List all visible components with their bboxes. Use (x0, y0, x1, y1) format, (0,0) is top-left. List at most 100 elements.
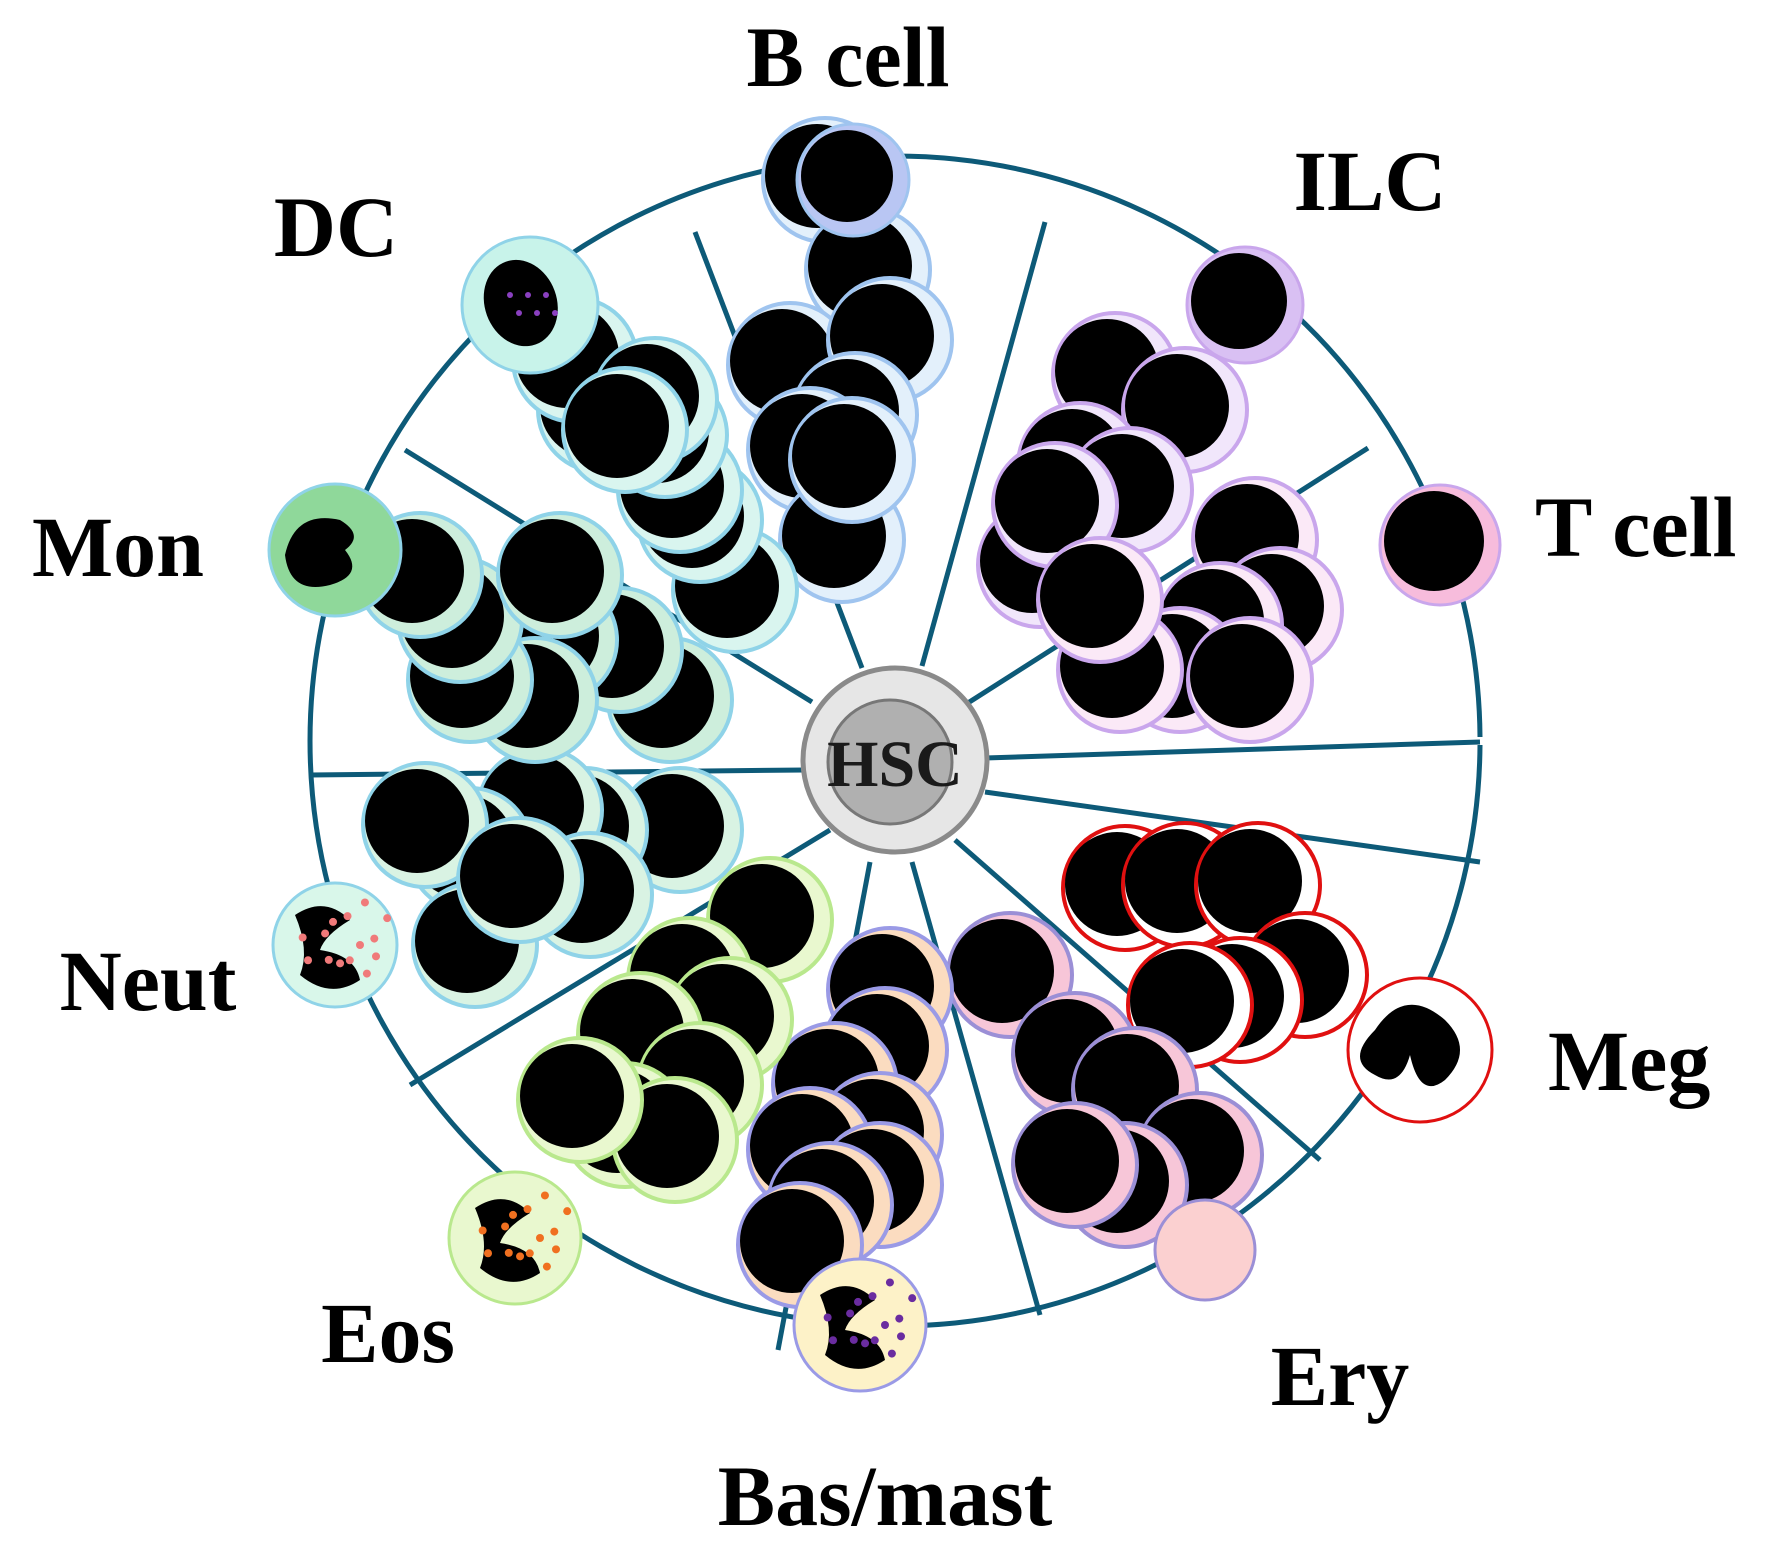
hsc-cell: HSC (800, 665, 990, 855)
meg-mature-cell (1346, 976, 1494, 1124)
neut-mature-cell (271, 881, 399, 1009)
lineage-ery (946, 911, 1264, 1302)
label-ery: Ery (1271, 1328, 1410, 1424)
eos-mature-cell (447, 1170, 583, 1306)
ery-mature-membrane (1153, 1198, 1257, 1302)
mon-kidney-nucleus (285, 518, 354, 587)
bas-mast-granule (908, 1294, 917, 1303)
lineage-b-cell (726, 116, 954, 604)
eos-granule (484, 1249, 493, 1258)
neut-granule (321, 929, 330, 938)
ilc-mature-cell (1185, 245, 1305, 365)
eos-segmented-nucleus (475, 1199, 540, 1282)
bas-mast-cell-nucleus (740, 1189, 844, 1293)
neut-cell-nucleus (365, 769, 469, 873)
bas-mast-granule (881, 1321, 889, 1329)
neut-granule (343, 912, 352, 921)
neut-granule (329, 917, 338, 926)
mon-cell-nucleus (500, 519, 604, 623)
bas-mast-granule (861, 1339, 870, 1348)
dc-granule (525, 292, 531, 298)
label-b-cell: B cell (747, 9, 950, 105)
bas-mast-mature-membrane (792, 1257, 928, 1393)
label-bas-mast: Bas/mast (718, 1448, 1053, 1544)
meg-lobed-nucleus (1360, 1004, 1460, 1087)
label-t-cell: T cell (1535, 479, 1736, 575)
bas-mast-granule (829, 1336, 838, 1345)
cell-clusters (267, 116, 1502, 1393)
eos-granule (540, 1191, 549, 1200)
neut-granule (336, 959, 345, 968)
eos-cell-nucleus (520, 1044, 624, 1148)
lineage-eos (447, 856, 834, 1306)
bas-mast-granule (849, 1335, 858, 1344)
dc-granule (534, 310, 540, 316)
t-cell-progenitor-cell (1186, 616, 1314, 744)
mon-mature-cell (267, 482, 403, 618)
eos-granule (542, 1262, 551, 1271)
spoke-2 (958, 445, 1370, 711)
spoke-1 (919, 221, 1048, 667)
eos-mature-membrane (447, 1170, 583, 1306)
dc-granule (507, 292, 513, 298)
dc-progenitor-cell (561, 366, 689, 494)
b-cell-mature-cell (795, 122, 911, 238)
ery-progenitor-cell (1011, 1101, 1139, 1229)
t-cell-mature-cell (1378, 483, 1502, 607)
eos-granule (509, 1210, 518, 1219)
ilc-mature-nucleus (1191, 253, 1287, 349)
neut-granule (360, 898, 369, 907)
bas-mast-granule (895, 1314, 904, 1323)
ery-mature-cell (1153, 1198, 1257, 1302)
eos-progenitor-cell (516, 1036, 644, 1164)
eos-granule (550, 1227, 559, 1236)
dc-granule (516, 310, 522, 316)
lineage-dc (460, 235, 799, 654)
meg-cell-nucleus (1130, 949, 1234, 1053)
neut-granule (345, 956, 354, 965)
ery-cell-nucleus (1015, 1109, 1119, 1213)
neut-segmented-nucleus (295, 906, 360, 989)
neut-granule (383, 914, 392, 923)
t-cell-cell-nucleus (1040, 544, 1144, 648)
bas-mast-granule (870, 1336, 879, 1345)
eos-granule (501, 1222, 510, 1231)
label-ilc: ILC (1294, 133, 1447, 229)
eos-granule (523, 1205, 532, 1214)
b-cell-progenitor-cell (788, 396, 916, 524)
neut-granule (371, 952, 380, 961)
label-mon: Mon (32, 499, 204, 595)
dc-nucleus (483, 259, 558, 347)
lineage-t-cell (1036, 476, 1502, 744)
ery-cell-nucleus (950, 919, 1054, 1023)
eos-granule (504, 1248, 513, 1257)
bas-mast-granule (887, 1349, 896, 1358)
t-cell-cell-nucleus (1190, 624, 1294, 728)
t-cell-progenitor-cell (1036, 536, 1164, 664)
neut-progenitor-cell (456, 816, 584, 944)
lineage-mon (267, 482, 734, 764)
b-cell-mature-nucleus (801, 130, 893, 222)
neut-granule (362, 969, 371, 978)
label-eos: Eos (321, 1285, 455, 1381)
mon-progenitor-cell (496, 511, 624, 639)
bas-mast-granule (823, 1313, 832, 1322)
bas-mast-granule (846, 1309, 855, 1318)
dc-granule (543, 292, 549, 298)
b-cell-cell-nucleus (792, 404, 896, 508)
ilc-cell-nucleus (995, 449, 1099, 553)
neut-granule (356, 941, 364, 949)
bas-mast-granule (896, 1332, 905, 1341)
lineage-neut (271, 746, 744, 1009)
spoke-3 (984, 739, 1481, 761)
label-meg: Meg (1548, 1013, 1710, 1109)
meg-cell-nucleus (1198, 829, 1302, 933)
eos-granule (563, 1207, 572, 1216)
eos-granule (536, 1234, 544, 1242)
hsc-nucleus (826, 698, 954, 826)
neut-cell-nucleus (460, 824, 564, 928)
t-cell-mature-nucleus (1384, 491, 1484, 591)
bas-mast-mature-cell (792, 1257, 928, 1393)
bas-mast-granule (854, 1297, 863, 1306)
